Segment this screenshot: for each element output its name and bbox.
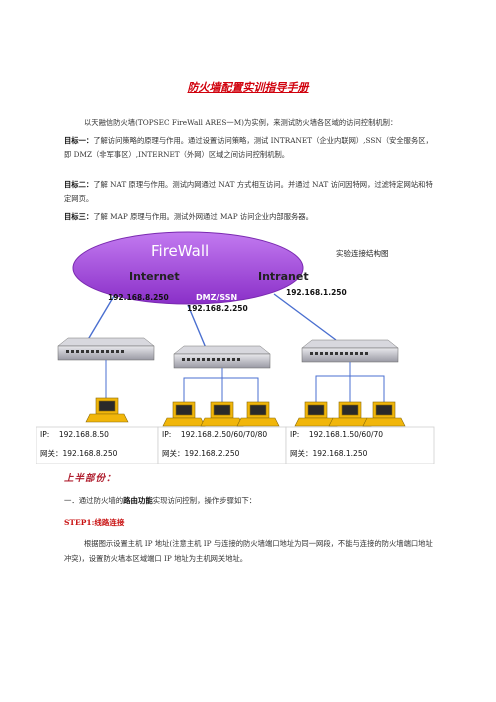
- goal-two-label: 目标二：: [64, 180, 94, 189]
- ip-value: 192.168.2.50/60/70/80: [180, 430, 268, 439]
- step-desc-bold: 路由功能: [123, 496, 153, 505]
- goal-three-text: 了解 MAP 原理与作用。测试外网通过 MAP 访问企业内部服务器。: [93, 212, 313, 221]
- gateway-value: 192.168.8.250: [62, 449, 118, 458]
- host-links: [105, 360, 385, 402]
- link-internet: [85, 295, 115, 344]
- internet-label: Internet: [129, 270, 180, 283]
- goal-three-paragraph: 目标三：了解 MAP 原理与作用。测试外网通过 MAP 访问企业内部服务器。: [64, 210, 440, 224]
- section-title: 上半部份：: [64, 473, 117, 484]
- ip-box-dmz: [157, 426, 287, 465]
- diagram-caption: 实验连接结构图: [336, 249, 389, 258]
- gateway-label: 网关：: [40, 449, 63, 458]
- ip-label: IP:: [40, 430, 50, 439]
- network-diagram: FireWall Internet Intranet DMZ/SSN 实验连接结…: [35, 228, 456, 465]
- ip-box-intranet-gw-row: 网关：192.168.1.250: [290, 448, 367, 459]
- step-desc-prefix: 一．通过防火墙的: [64, 496, 124, 505]
- network-diagram-svg: [35, 231, 435, 465]
- firewall-label: FireWall: [151, 242, 210, 260]
- ip-box-dmz-ip-row: IP: 192.168.2.50/60/70/80: [162, 430, 267, 439]
- ip-value: 192.168.8.50: [58, 430, 109, 439]
- ip-box-intranet-ip-row: IP: 192.168.1.50/60/70: [290, 430, 383, 439]
- gateway-label: 网关：: [290, 449, 313, 458]
- pc-computer-icons: [85, 397, 406, 427]
- gateway-value: 192.168.2.250: [184, 449, 240, 458]
- step-desc-suffix: 实现访问控制，操作步骤如下：: [152, 496, 257, 505]
- ip-label: IP:: [162, 430, 172, 439]
- ip-intranet-port: 192.168.1.250: [286, 288, 347, 297]
- ip-dmz-port: 192.168.2.250: [187, 304, 248, 313]
- dmz-label: DMZ/SSN: [196, 293, 238, 302]
- ip-internet-port: 192.168.8.250: [108, 293, 169, 302]
- intro-paragraph: 以天融信防火墙(TOPSEC FireWall ARES一M)为实例，来测试防火…: [84, 118, 398, 127]
- ip-box-internet-gw-row: 网关：192.168.8.250: [40, 448, 117, 459]
- goal-one-label: 目标一：: [64, 136, 94, 145]
- ip-box-intranet: [285, 426, 435, 465]
- link-intranet: [273, 293, 337, 341]
- goal-one-paragraph: 目标一：了解访问策略的原理与作用。通过设置访问策略，测试 INTRANET（企业…: [64, 134, 440, 162]
- switch-intranet: [301, 339, 399, 363]
- firewall-ellipse: [72, 231, 304, 305]
- switch-dmz: [173, 345, 271, 369]
- goal-three-label: 目标三：: [64, 212, 94, 221]
- ip-box-dmz-gw-row: 网关：192.168.2.250: [162, 448, 239, 459]
- gateway-label: 网关：: [162, 449, 185, 458]
- goal-one-text: 了解访问策略的原理与作用。通过设置访问策略，测试 INTRANET（企业内联网）…: [64, 136, 433, 159]
- goal-two-text: 了解 NAT 原理与作用。测试内网通过 NAT 方式相互访问。并通过 NAT 访…: [64, 180, 433, 203]
- ip-label: IP:: [290, 430, 300, 439]
- step1-body: 根据图示设置主机 IP 地址(注意主机 IP 与连接的防火墙端口地址为同一网段，…: [64, 539, 433, 563]
- ip-value: 192.168.1.50/60/70: [308, 430, 384, 439]
- goal-two-paragraph: 目标二：了解 NAT 原理与作用。测试内网通过 NAT 方式相互访问。并通过 N…: [64, 178, 440, 206]
- link-dmz: [187, 304, 207, 349]
- step1-title: STEP1:线路连接: [64, 518, 125, 527]
- document-title: 防火墙配置实训指导手册: [0, 79, 496, 95]
- switch-internet: [57, 337, 155, 361]
- gateway-value: 192.168.1.250: [312, 449, 368, 458]
- intranet-label: Intranet: [258, 270, 309, 283]
- step-description: 一．通过防火墙的路由功能实现访问控制，操作步骤如下：: [64, 495, 256, 506]
- ip-box-internet-ip-row: IP: 192.168.8.50: [40, 430, 109, 439]
- title-text: 防火墙配置实训指导手册: [187, 81, 309, 94]
